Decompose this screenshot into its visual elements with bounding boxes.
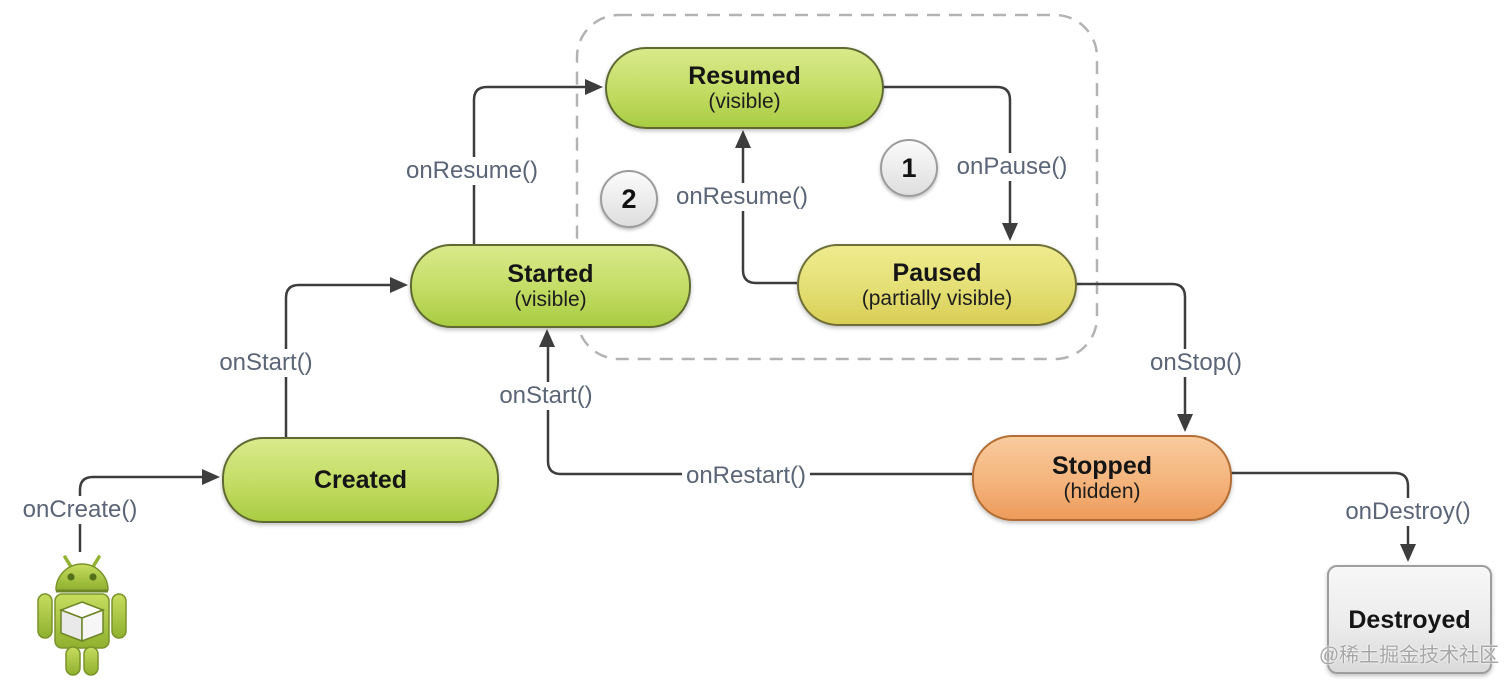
state-started: Started (visible) [410, 244, 691, 328]
arrowhead-into-created [202, 469, 220, 485]
state-resumed: Resumed (visible) [605, 47, 884, 129]
arrowhead-into-destroyed [1400, 544, 1416, 562]
state-paused-title: Paused [892, 259, 982, 287]
edge-ondestroy [1228, 471, 1410, 545]
arrowhead-into-started-bottom [539, 329, 555, 347]
label-onstart: onStart() [215, 349, 317, 377]
edge-onresume-from-paused [741, 146, 797, 285]
edge-onstop [1073, 282, 1187, 415]
label-ondestroy: onDestroy() [1341, 498, 1475, 526]
label-onresume-2: onResume() [671, 183, 813, 211]
connector-paths [78, 85, 1410, 552]
arrowhead-into-stopped [1177, 414, 1193, 432]
state-destroyed-title: Destroyed [1348, 605, 1471, 634]
edge-oncreate [78, 475, 203, 552]
label-onresume: onResume() [401, 157, 543, 185]
edge-onpause [880, 85, 1012, 225]
foreground-group-dashed-box [575, 13, 1099, 361]
state-stopped-title: Stopped [1052, 452, 1152, 480]
edge-onresume [472, 85, 586, 244]
state-stopped-subtitle: (hidden) [1063, 480, 1141, 503]
state-resumed-subtitle: (visible) [708, 90, 781, 113]
arrowheads [202, 79, 1416, 562]
state-started-title: Started [507, 260, 594, 288]
state-stopped: Stopped (hidden) [972, 435, 1232, 521]
state-created: Created [222, 437, 499, 523]
label-onstart-2: onStart() [495, 382, 597, 410]
arrowhead-into-started [390, 277, 408, 293]
label-onstop: onStop() [1145, 349, 1247, 377]
state-destroyed: Destroyed [1327, 565, 1492, 674]
watermark-text: @稀土掘金技术社区 [1318, 644, 1500, 667]
edge-onrestart [546, 345, 972, 476]
arrowhead-into-paused [1002, 223, 1018, 241]
arrowhead-into-resumed [585, 79, 603, 95]
state-created-title: Created [313, 466, 408, 494]
android-robot-icon [37, 555, 127, 676]
arrowhead-into-resumed-bottom [735, 130, 751, 148]
label-onrestart: onRestart() [681, 462, 811, 490]
edge-onstart [284, 283, 391, 437]
label-onpause: onPause() [952, 153, 1072, 181]
badge-step-1: 1 [880, 139, 938, 197]
state-resumed-title: Resumed [688, 62, 801, 90]
state-paused: Paused (partially visible) [797, 244, 1077, 326]
badge-step-2: 2 [600, 170, 658, 228]
state-paused-subtitle: (partially visible) [861, 287, 1013, 310]
label-oncreate: onCreate() [18, 496, 142, 524]
state-started-subtitle: (visible) [514, 288, 587, 311]
